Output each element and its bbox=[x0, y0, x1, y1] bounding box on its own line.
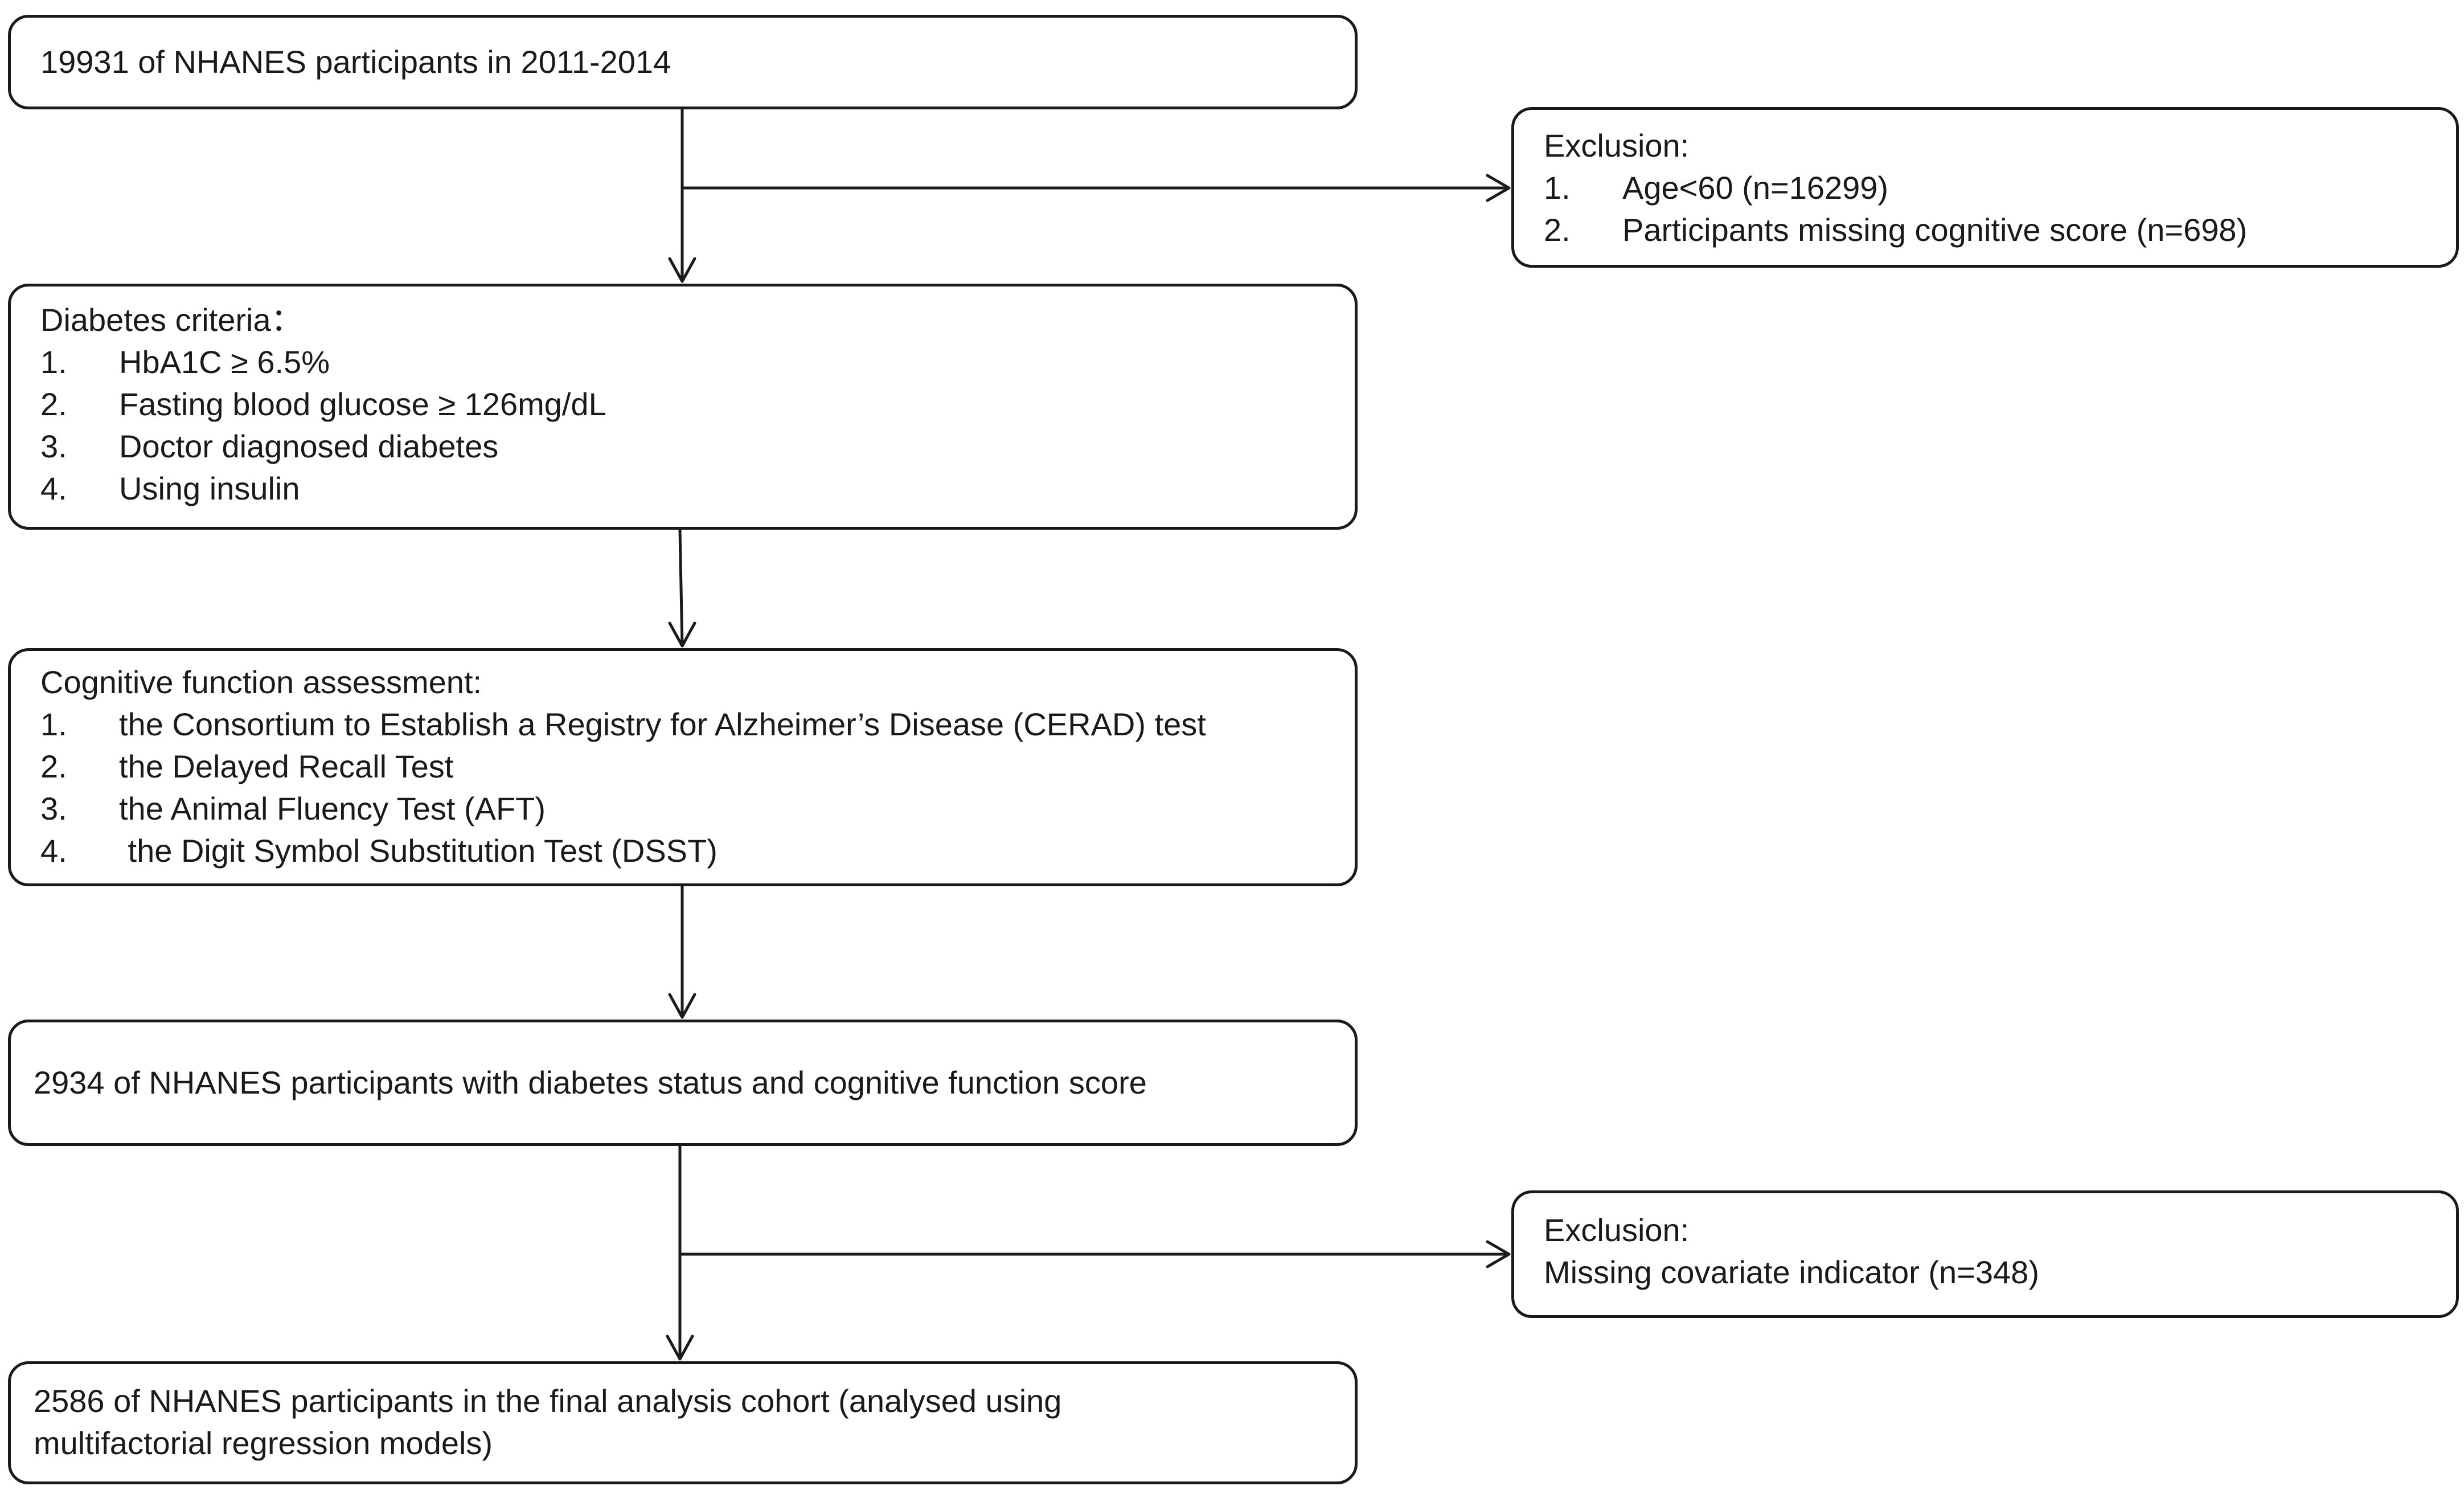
cognitive-assessment-item-text: the Consortium to Establish a Registry f… bbox=[119, 706, 1206, 742]
cognitive-assessment-item: 1. the Consortium to Establish a Registry… bbox=[40, 703, 1325, 746]
diabetes-criteria-item: 1. HbA1C ≥ 6.5% bbox=[40, 341, 1325, 383]
cognitive-assessment-item-number: 2. bbox=[40, 748, 67, 784]
exclusion-1-title: Exclusion: bbox=[1544, 128, 1690, 163]
participants-with-status-box: 2934 of NHANES participants with diabete… bbox=[8, 1020, 1358, 1146]
diabetes-criteria-title: Diabetes criteria： bbox=[40, 302, 303, 338]
arrowhead-exclusion-1 bbox=[1486, 174, 1511, 202]
diabetes-criteria-item-number: 3. bbox=[40, 428, 67, 464]
start-text: 19931 of NHANES participants in 2011-201… bbox=[40, 44, 671, 80]
cognitive-assessment-item-text: the Animal Fluency Test (AFT) bbox=[119, 791, 546, 826]
diabetes-criteria-item-text: Using insulin bbox=[119, 470, 300, 506]
final-cohort-text-line-1: 2586 of NHANES participants in the final… bbox=[34, 1383, 1062, 1419]
diabetes-criteria-box: Diabetes criteria： 1. HbA1C ≥ 6.5% 2. Fast… bbox=[8, 284, 1358, 530]
exclusion-1-item-number: 2. bbox=[1544, 212, 1571, 248]
diabetes-criteria-item: 4. Using insulin bbox=[40, 468, 1325, 510]
cognitive-assessment-item: 2. the Delayed Recall Test bbox=[40, 746, 1325, 788]
arrowhead-2934 bbox=[668, 993, 696, 1019]
diabetes-criteria-item: 2. Fasting blood glucose ≥ 126mg/dL bbox=[40, 383, 1325, 425]
cognitive-assessment-item-text: the Delayed Recall Test bbox=[119, 748, 454, 784]
exclusion-1-item: 1. Age<60 (n=16299) bbox=[1544, 167, 2426, 209]
arrowhead-diabetes bbox=[668, 257, 696, 283]
cognitive-assessment-item-number: 4. bbox=[40, 833, 67, 869]
exclusion-1-item-text: Age<60 (n=16299) bbox=[1622, 170, 1889, 206]
exclusion-box-2: Exclusion: Missing covariate indicator (… bbox=[1511, 1190, 2459, 1318]
exclusion-1-item-text: Participants missing cognitive score (n=… bbox=[1622, 212, 2248, 248]
diabetes-criteria-item-text: Doctor diagnosed diabetes bbox=[119, 428, 499, 464]
arrowhead-cognitive bbox=[668, 621, 696, 648]
cognitive-assessment-item-number: 3. bbox=[40, 791, 67, 826]
exclusion-1-item-number: 1. bbox=[1544, 170, 1571, 206]
diabetes-criteria-item-number: 4. bbox=[40, 470, 67, 506]
diabetes-criteria-item-number: 1. bbox=[40, 344, 67, 380]
cognitive-assessment-title: Cognitive function assessment: bbox=[40, 664, 482, 700]
cognitive-assessment-box: Cognitive function assessment: 1. the Con… bbox=[8, 648, 1358, 886]
cognitive-assessment-item-number: 1. bbox=[40, 706, 67, 742]
cognitive-assessment-item: 4. the Digit Symbol Substitution Test (D… bbox=[40, 830, 1325, 872]
diabetes-criteria-item-text: HbA1C ≥ 6.5% bbox=[119, 344, 330, 380]
participants-with-status-text: 2934 of NHANES participants with diabete… bbox=[34, 1065, 1147, 1100]
final-cohort-box: 2586 of NHANES participants in the final… bbox=[8, 1361, 1358, 1484]
exclusion-1-item: 2. Participants missing cognitive score (… bbox=[1544, 209, 2426, 251]
arrowhead-final bbox=[666, 1335, 694, 1361]
exclusion-2-text: Missing covariate indicator (n=348) bbox=[1544, 1254, 2039, 1290]
start-box: 19931 of NHANES participants in 2011-201… bbox=[8, 15, 1358, 109]
arrow-diabetes-to-cognitive bbox=[678, 528, 684, 646]
final-cohort-text-line-2: multifactorial regression models) bbox=[34, 1425, 493, 1461]
cognitive-assessment-item: 3. the Animal Fluency Test (AFT) bbox=[40, 788, 1325, 830]
diabetes-criteria-item-text: Fasting blood glucose ≥ 126mg/dL bbox=[119, 386, 606, 422]
diabetes-criteria-item-number: 2. bbox=[40, 386, 67, 422]
exclusion-box-1: Exclusion: 1. Age<60 (n=16299) 2. Particip… bbox=[1511, 107, 2459, 268]
diabetes-criteria-item: 3. Doctor diagnosed diabetes bbox=[40, 425, 1325, 468]
exclusion-2-title: Exclusion: bbox=[1544, 1212, 1690, 1248]
arrowhead-exclusion-2 bbox=[1486, 1240, 1511, 1268]
cognitive-assessment-item-text: the Digit Symbol Substitution Test (DSST… bbox=[119, 833, 718, 869]
